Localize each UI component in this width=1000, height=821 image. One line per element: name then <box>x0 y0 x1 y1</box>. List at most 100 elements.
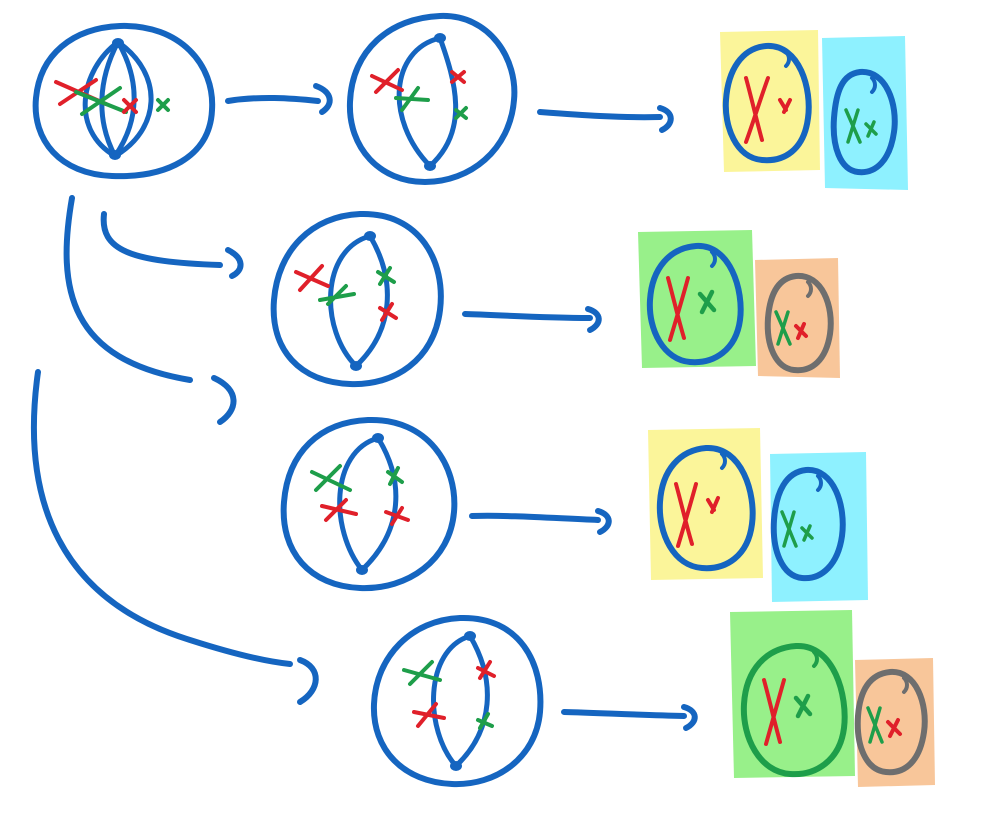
dividing-cell-row1-chromosomes <box>370 68 468 120</box>
arrow-dividing-to-daughters-row3 <box>469 512 601 523</box>
chromosome-small-red <box>122 98 138 114</box>
dividing-cell-row1-membrane <box>346 12 518 185</box>
dividing-cell-row2 <box>270 210 444 388</box>
daughter-cell-row1-b <box>830 68 898 176</box>
dividing-cell-row3-spindle <box>337 435 399 573</box>
daughter-cell-row4-a <box>740 642 848 778</box>
dividing-cell-row3 <box>280 416 458 592</box>
branch-lines <box>30 195 319 705</box>
chromosome-small-red <box>384 506 410 526</box>
parent-cell-chromosomes <box>54 78 170 116</box>
chromosome-big-green <box>394 86 430 112</box>
daughter-cell-membrane <box>764 272 834 374</box>
chromosome-small-green <box>476 712 494 730</box>
arrow-dividing-to-daughters-row2 <box>462 311 593 321</box>
branch-to-row4 <box>30 369 293 667</box>
dividing-cell-row4-spindle <box>431 633 490 769</box>
dividing-cell-row3-pole-bottom <box>356 565 368 575</box>
chromosome-small-red <box>886 718 902 738</box>
branch-to-row3 <box>63 195 193 383</box>
chromosome-big-red <box>294 264 330 292</box>
daughter-cell-row3-a <box>656 444 756 572</box>
progression-arrows <box>225 83 698 731</box>
branch-to-row3-arrowhead <box>211 375 237 425</box>
arrowhead-dividing-to-daughters-row1 <box>657 105 674 133</box>
chromosome-big-red <box>744 76 770 144</box>
dividing-cell-row4-membrane <box>370 614 544 788</box>
highlight-yellow-row1 <box>720 30 820 172</box>
daughter-cell-row2-a <box>646 242 744 366</box>
parent-cell-membrane <box>32 22 216 180</box>
chromosome-small-green <box>376 266 396 286</box>
dividing-cell-row1-pole-bottom <box>424 161 436 171</box>
branch-to-row2-arrowhead <box>225 247 244 279</box>
chromosome-small-green <box>697 289 717 315</box>
arrowhead-dividing-to-daughters-row4 <box>681 704 698 731</box>
chromosome-small-red <box>378 302 398 322</box>
dividing-cell-row2-pole-top <box>364 231 376 241</box>
chromosome-small-red <box>778 98 792 114</box>
dividing-cell-row4-pole-top <box>464 631 476 641</box>
chromosome-big-red <box>320 498 358 522</box>
parent-cell-pole-bottom <box>109 150 121 160</box>
chromosome-small-green <box>454 106 468 120</box>
chromosome-big-green <box>780 510 798 548</box>
dividing-cell-row3-chromosomes <box>310 464 410 526</box>
arrowhead-dividing-to-daughters-row2 <box>585 306 602 333</box>
dividing-cell-row3-pole-top <box>372 433 384 443</box>
dividing-cell-row3-membrane <box>280 416 458 592</box>
arrow-parent-to-dividing-row1 <box>225 94 321 104</box>
chromosome-small-red <box>706 496 720 514</box>
arrowhead-dividing-to-daughters-row3 <box>595 508 612 535</box>
chromosome-big-red <box>762 678 786 746</box>
daughter-cell-membrane <box>656 444 756 572</box>
daughter-cell-membrane <box>740 642 848 778</box>
daughter-cell-membrane <box>646 242 744 366</box>
daughter-cell-row2-b <box>764 272 834 374</box>
branch-to-row4-arrowhead <box>297 657 319 705</box>
chromosome-small-red <box>794 322 808 340</box>
daughter-cell-membrane <box>722 42 812 164</box>
chromosome-small-red <box>450 70 466 84</box>
chromosome-big-red <box>412 702 446 728</box>
arrow-dividing-to-daughters-row4 <box>561 709 687 719</box>
daughter-cell-row3-b <box>770 467 846 582</box>
parent-cell-pole-top <box>112 38 124 48</box>
chromosome-big-green <box>844 108 862 144</box>
chromosome-small-green <box>156 98 170 112</box>
highlight-yellow-row3 <box>648 428 763 580</box>
chromosome-big-green <box>318 284 356 306</box>
dividing-cell-row4-pole-bottom <box>450 761 462 771</box>
chromosome-big-green <box>402 660 442 686</box>
dividing-cell-row2-chromosomes <box>294 264 398 322</box>
highlight-cyan-row3 <box>770 452 868 602</box>
daughter-cell-membrane <box>770 467 846 582</box>
chromosome-big-green <box>74 86 128 116</box>
chromosome-big-red <box>674 482 698 548</box>
chromosome-big-red <box>370 68 404 94</box>
chromosome-small-green <box>793 693 813 719</box>
dividing-cell-row2-membrane <box>270 210 444 388</box>
dividing-cell-row4-chromosomes <box>402 660 496 730</box>
daughter-cell-row4-b <box>854 668 928 776</box>
chromosome-small-green <box>864 120 878 138</box>
daughter-cell-membrane <box>854 668 928 776</box>
parent-cell <box>32 22 216 180</box>
chromosome-small-red <box>476 660 496 680</box>
highlight-green-row4 <box>730 610 855 778</box>
dividing-cell-row2-spindle <box>328 233 390 369</box>
chromosome-big-green <box>866 706 884 744</box>
dividing-cell-row4 <box>370 614 544 788</box>
chromosome-big-red <box>666 276 690 342</box>
arrow-dividing-to-daughters-row1 <box>537 109 663 121</box>
dividing-cell-row1-pole-top <box>434 33 446 43</box>
daughter-cell-membrane <box>830 68 898 176</box>
chromosome-big-green <box>774 310 792 346</box>
dividing-cell-row1 <box>346 12 518 185</box>
arrowhead-parent-to-dividing-row1 <box>313 83 333 115</box>
branch-to-row2 <box>100 211 223 268</box>
chromosome-small-green <box>386 466 404 486</box>
chromosome-big-green <box>310 464 352 492</box>
